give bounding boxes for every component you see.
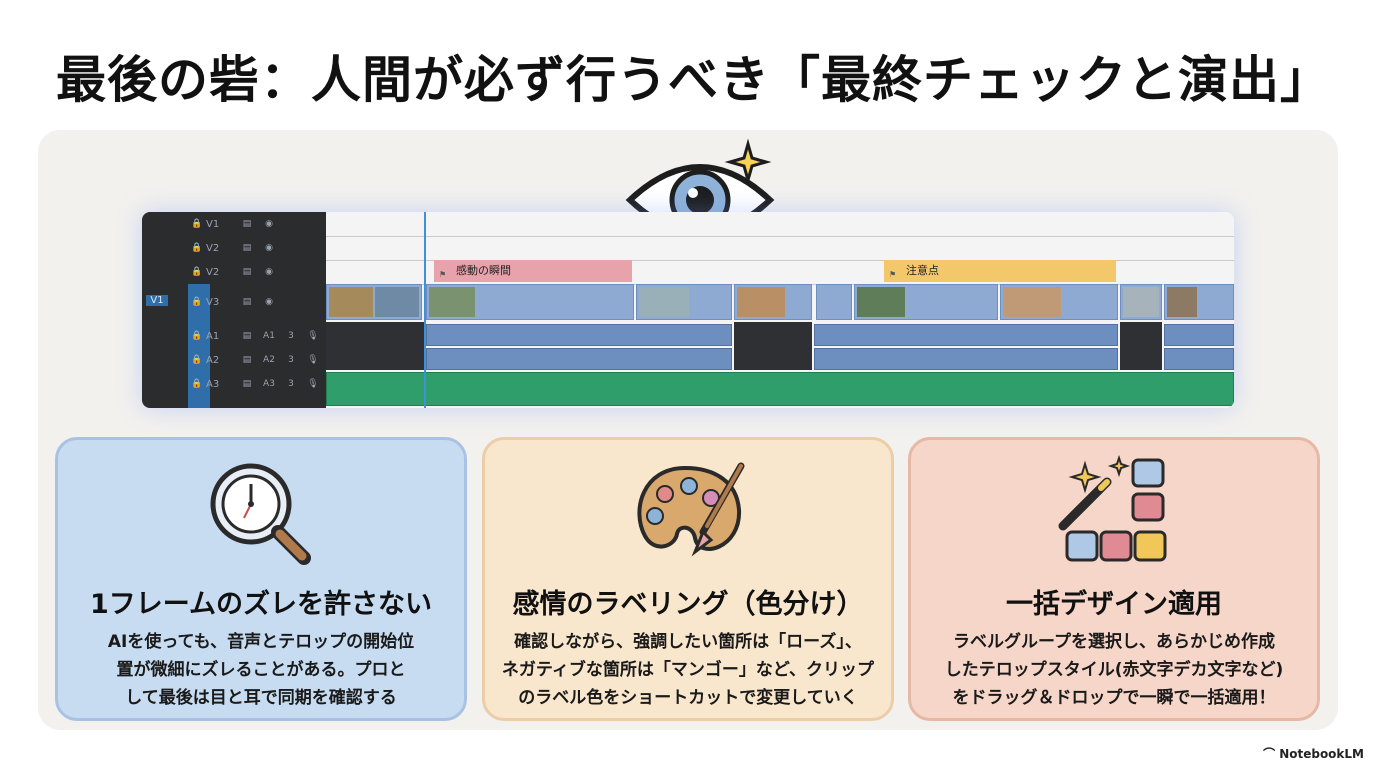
clip-thumbnail: [1123, 287, 1159, 317]
track-headers: 🔒 V1 ▤ ◉ 🔒 V2 ▤ ◉ 🔒 V2 ▤ ◉ V1 🔒 V3 ▤ ◉ 🔒…: [142, 212, 326, 408]
filmstrip-icon[interactable]: ▤: [242, 331, 252, 341]
track-header-a2[interactable]: 🔒 A2 ▤ A2 3 🎙: [142, 348, 326, 372]
card-bulk-design: 一括デザイン適用 ラベルグループを選択し、あらかじめ作成 したテロップスタイル(…: [908, 437, 1320, 721]
video-clip[interactable]: [816, 284, 852, 320]
notebooklm-logo-icon: ⌒: [1263, 747, 1276, 761]
track-header-v3[interactable]: V1 🔒 V3 ▤ ◉: [142, 284, 326, 320]
lock-icon[interactable]: 🔒: [191, 267, 203, 277]
video-clip[interactable]: [1120, 284, 1162, 320]
clip-thumbnail: [1167, 287, 1197, 317]
audio-clip[interactable]: [814, 348, 1118, 370]
clip-thumbnail: [429, 287, 475, 317]
marker-emotional-moment[interactable]: ⚑ 感動の瞬間: [434, 260, 632, 282]
audio-clip[interactable]: [426, 324, 732, 346]
video-timeline[interactable]: 🔒 V1 ▤ ◉ 🔒 V2 ▤ ◉ 🔒 V2 ▤ ◉ V1 🔒 V3 ▤ ◉ 🔒…: [142, 212, 1234, 408]
card-emotion-labeling: 感情のラベリング（色分け） 確認しながら、強調したい箇所は「ローズ」、 ネガティ…: [482, 437, 894, 721]
audio-clip[interactable]: [426, 348, 732, 370]
clip-thumbnail: [375, 287, 419, 317]
card-frame-sync: 1フレームのズレを許さない AIを使っても、音声とテロップの開始位 置が微細にズ…: [55, 437, 467, 721]
filmstrip-icon[interactable]: ▤: [242, 379, 252, 389]
lock-icon[interactable]: 🔒: [191, 355, 203, 365]
microphone-icon[interactable]: 🎙: [307, 379, 319, 389]
track-divider: [326, 236, 1234, 237]
music-clip[interactable]: [326, 372, 1234, 406]
page-title: 最後の砦：人間が必ず行うべき「最終チェックと演出」: [56, 51, 1331, 109]
lock-icon[interactable]: 🔒: [191, 379, 203, 389]
lock-icon[interactable]: 🔒: [191, 219, 203, 229]
card-body: 確認しながら、強調したい箇所は「ローズ」、 ネガティブな箇所は「マンゴー」など、…: [501, 632, 875, 708]
track-divider: [326, 260, 1234, 261]
lock-icon[interactable]: 🔒: [191, 331, 203, 341]
magnifier-clock-icon: [210, 463, 311, 565]
filmstrip-icon[interactable]: ▤: [242, 297, 252, 307]
marker-flag-icon: ⚑: [889, 270, 897, 279]
empty-audio-gap: [1120, 322, 1162, 370]
sparkle-icon: [724, 138, 772, 186]
filmstrip-icon[interactable]: ▤: [242, 219, 252, 229]
track-header-v2[interactable]: 🔒 V2 ▤ ◉: [142, 236, 326, 260]
video-clip[interactable]: [636, 284, 732, 320]
empty-audio-gap: [326, 322, 424, 370]
track-header-v1[interactable]: 🔒 V1 ▤ ◉: [142, 212, 326, 236]
clip-thumbnail: [737, 287, 785, 317]
video-clip[interactable]: [734, 284, 812, 320]
track-header-v2b[interactable]: 🔒 V2 ▤ ◉: [142, 260, 326, 284]
video-clip[interactable]: [1000, 284, 1118, 320]
card-heading: 感情のラベリング（色分け）: [512, 589, 864, 620]
playhead[interactable]: [424, 212, 426, 408]
clip-thumbnail: [1003, 287, 1061, 317]
audio-clip[interactable]: [1164, 324, 1234, 346]
track-source-column: [188, 284, 210, 408]
visibility-eye-icon[interactable]: ◉: [265, 243, 273, 253]
filmstrip-icon[interactable]: ▤: [242, 267, 252, 277]
paint-palette-icon: [637, 462, 745, 557]
filmstrip-icon[interactable]: ▤: [242, 355, 252, 365]
card-body: ラベルグループを選択し、あらかじめ作成 したテロップスタイル(赤文字デカ文字など…: [944, 632, 1284, 708]
source-patch-v1[interactable]: V1: [146, 295, 168, 306]
track-header-a1[interactable]: 🔒 A1 ▤ A1 3 🎙: [142, 324, 326, 348]
audio-clip[interactable]: [1164, 348, 1234, 370]
footer-brand: ⌒ NotebookLM: [1263, 746, 1364, 762]
video-clip[interactable]: [426, 284, 634, 320]
filmstrip-icon[interactable]: ▤: [242, 243, 252, 253]
clip-thumbnail: [329, 287, 373, 317]
card-body: AIを使っても、音声とテロップの開始位 置が微細にズレることがある。プロと して…: [107, 632, 415, 708]
video-clip[interactable]: [326, 284, 422, 320]
card-heading: 一括デザイン適用: [1006, 589, 1222, 620]
video-clip[interactable]: [854, 284, 998, 320]
card-heading: 1フレームのズレを許さない: [90, 589, 432, 620]
visibility-eye-icon[interactable]: ◉: [265, 297, 273, 307]
lock-icon[interactable]: 🔒: [191, 243, 203, 253]
marker-caution-point[interactable]: ⚑ 注意点: [884, 260, 1116, 282]
microphone-icon[interactable]: 🎙: [307, 331, 319, 341]
audio-clip[interactable]: [814, 324, 1118, 346]
magic-wand-blocks-icon: [1058, 454, 1167, 562]
track-header-a3[interactable]: 🔒 A3 ▤ A3 3 🎙: [142, 372, 326, 396]
lock-icon[interactable]: 🔒: [191, 297, 203, 307]
clip-thumbnail: [857, 287, 905, 317]
visibility-eye-icon[interactable]: ◉: [265, 267, 273, 277]
video-clip[interactable]: [1164, 284, 1234, 320]
visibility-eye-icon[interactable]: ◉: [265, 219, 273, 229]
microphone-icon[interactable]: 🎙: [307, 355, 319, 365]
empty-audio-gap: [734, 322, 812, 370]
clip-thumbnail: [639, 287, 689, 317]
marker-flag-icon: ⚑: [439, 270, 447, 279]
